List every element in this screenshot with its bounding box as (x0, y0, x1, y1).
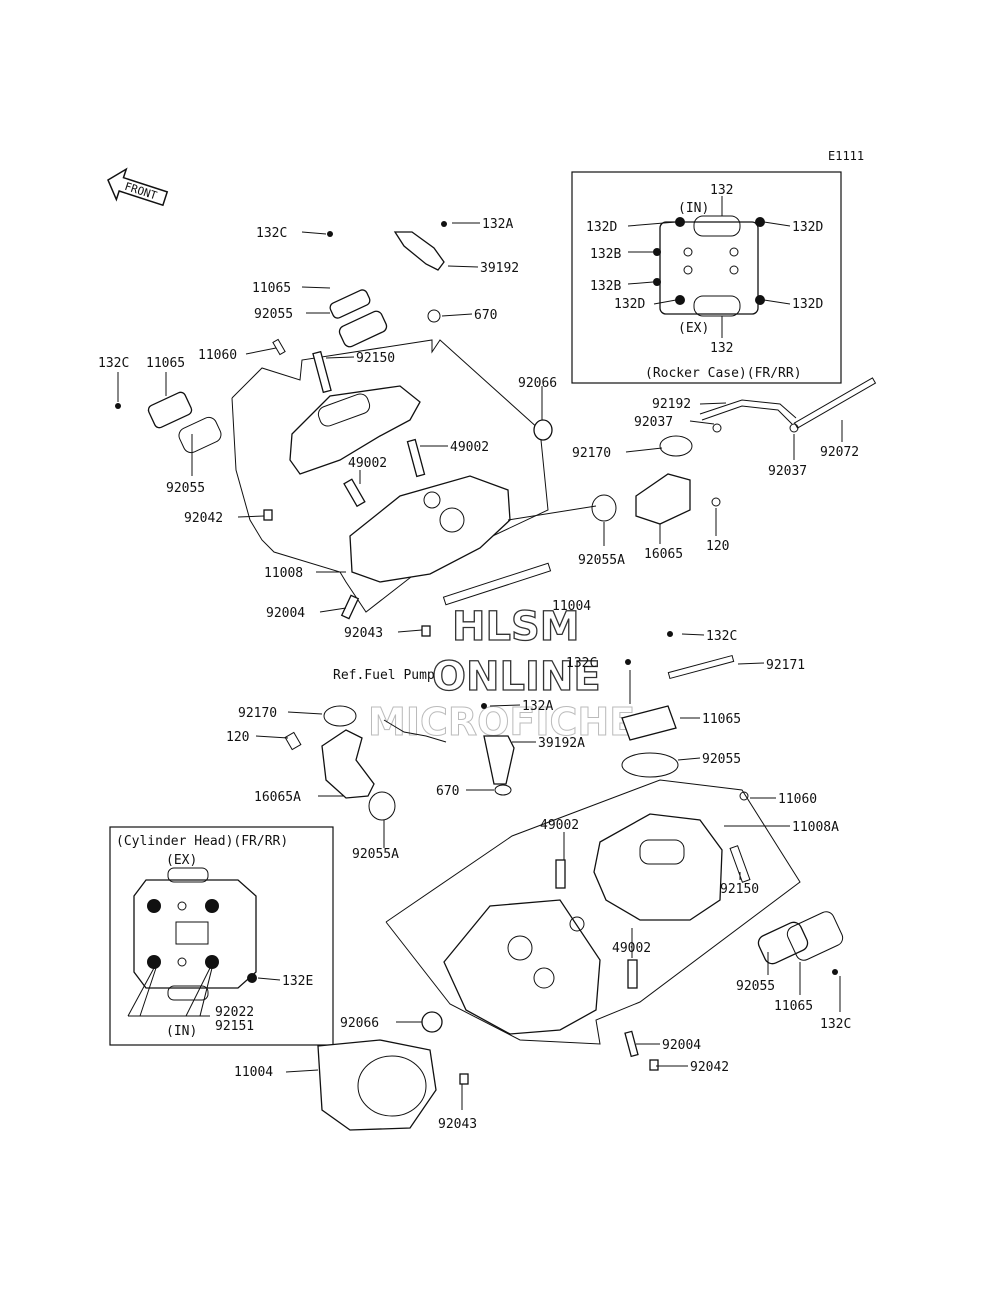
label-11065-a: 11065 (252, 281, 291, 296)
cylinder-head-label-in: (IN) (166, 1024, 197, 1039)
rocker-label-132d-4: 132D (792, 297, 823, 312)
label-670-a: 670 (474, 308, 497, 323)
rocker-label-132-bottom: 132 (710, 341, 733, 356)
label-132c-e: 132C (820, 1017, 851, 1032)
rocker-case-rear (593, 813, 723, 921)
lower-assembly (284, 631, 844, 1131)
cover-plate-left (147, 391, 193, 429)
label-92055a-b: 92055A (352, 847, 399, 862)
label-132c-b: 132C (98, 356, 129, 371)
rocker-label-in: (IN) (678, 201, 709, 216)
label-11004-a: 11004 (552, 599, 591, 614)
label-92042-b: 92042 (690, 1060, 729, 1075)
rocker-case-body (659, 221, 759, 315)
intake-joint-lower (321, 729, 375, 799)
watermark-line-1: HLSM (452, 604, 580, 650)
label-92055a-a: 92055A (578, 553, 625, 568)
label-120-b: 120 (226, 730, 249, 745)
label-92066-b: 92066 (340, 1016, 379, 1031)
rocker-label-132-top: 132 (710, 183, 733, 198)
label-49002-c: 49002 (540, 818, 579, 833)
rocker-case-title: (Rocker Case)(FR/RR) (645, 366, 802, 381)
diagram-code: E1111 (828, 149, 864, 163)
rocker-label-132d-2: 132D (792, 220, 823, 235)
cylinder-head-inset-body (133, 879, 257, 989)
label-92055-d: 92055 (736, 979, 775, 994)
front-arrow-icon: FRONT (107, 167, 169, 207)
label-132c-a: 132C (256, 226, 287, 241)
rocker-label-ex: (EX) (678, 321, 709, 336)
cylinder-head-label-132e: 132E (282, 974, 313, 989)
label-92043-a: 92043 (344, 626, 383, 641)
label-92043-b: 92043 (438, 1117, 477, 1132)
cylinder-head-title: (Cylinder Head)(FR/RR) (116, 834, 288, 849)
label-92192: 92192 (652, 397, 691, 412)
rocker-case-frame (571, 171, 842, 384)
label-11008a: 11008A (792, 820, 839, 835)
watermark: HLSM ONLINE MICROFICHE (368, 603, 636, 744)
cylinder-head-gasket (317, 1039, 437, 1131)
label-670-b: 670 (436, 784, 459, 799)
intake-joint-upper (635, 473, 691, 525)
cylinder-head-frame (109, 826, 334, 1046)
label-120-a: 120 (706, 539, 729, 554)
label-11065-d: 11065 (774, 999, 813, 1014)
label-39192: 39192 (480, 261, 519, 276)
label-92170-b: 92170 (238, 706, 277, 721)
label-11004-b: 11004 (234, 1065, 273, 1080)
label-92004-b: 92004 (662, 1038, 701, 1053)
rocker-label-132b-1: 132B (590, 247, 621, 262)
label-92150-a: 92150 (356, 351, 395, 366)
rocker-label-132d-1: 132D (586, 220, 617, 235)
rocker-label-132d-3: 132D (614, 297, 645, 312)
label-11065-c: 11065 (702, 712, 741, 727)
label-11060-b: 11060 (778, 792, 817, 807)
label-132a-a: 132A (482, 217, 513, 232)
upper-assembly (115, 221, 877, 637)
label-92150-b: 92150 (720, 882, 759, 897)
label-11008: 11008 (264, 566, 303, 581)
label-92170-a: 92170 (572, 446, 611, 461)
cylinder-head-front (349, 475, 511, 583)
label-11060-a: 11060 (198, 348, 237, 363)
label-92037-a: 92037 (634, 415, 673, 430)
label-92072: 92072 (820, 445, 859, 460)
cylinder-head-label-92022: 92022 (215, 1005, 254, 1020)
label-39192a: 39192A (538, 736, 585, 751)
label-92055-b: 92055 (166, 481, 205, 496)
label-16065: 16065 (644, 547, 683, 562)
rocker-label-132b-2: 132B (590, 279, 621, 294)
cylinder-head-rear (443, 899, 601, 1035)
label-92055-a: 92055 (254, 307, 293, 322)
cover-plate-upper (338, 310, 388, 348)
water-pipe-lower (483, 735, 515, 785)
label-92037-b: 92037 (768, 464, 807, 479)
cylinder-head-inset: (Cylinder Head)(FR/RR) (EX) 132E 92022 9… (109, 826, 334, 1046)
part-labels: 132C 132A 39192 11065 92055 670 132C 110… (98, 217, 859, 1132)
cylinder-head-label-92151: 92151 (215, 1019, 254, 1034)
watermark-line-2: ONLINE (432, 654, 601, 700)
label-132a-b: 132A (522, 699, 553, 714)
label-92066-a: 92066 (518, 376, 557, 391)
rocker-case-front (289, 385, 421, 475)
label-92042-a: 92042 (184, 511, 223, 526)
label-132c-c: 132C (706, 629, 737, 644)
label-49002-b: 49002 (348, 456, 387, 471)
rocker-case-inset: 132 (IN) 132D 132D 132B 132B 132D 132D (… (571, 171, 842, 384)
label-92171: 92171 (766, 658, 805, 673)
ref-fuel-pump-note: Ref.Fuel Pump (333, 668, 435, 683)
water-pipe-upper (393, 231, 445, 271)
leader-lines (117, 222, 843, 1110)
label-92004-a: 92004 (266, 606, 305, 621)
cylinder-head-label-ex: (EX) (166, 853, 197, 868)
label-49002-d: 49002 (612, 941, 651, 956)
label-11065-b: 11065 (146, 356, 185, 371)
label-16065a: 16065A (254, 790, 301, 805)
label-132c-d: 132C (566, 656, 597, 671)
label-92055-c: 92055 (702, 752, 741, 767)
label-49002-a: 49002 (450, 440, 489, 455)
